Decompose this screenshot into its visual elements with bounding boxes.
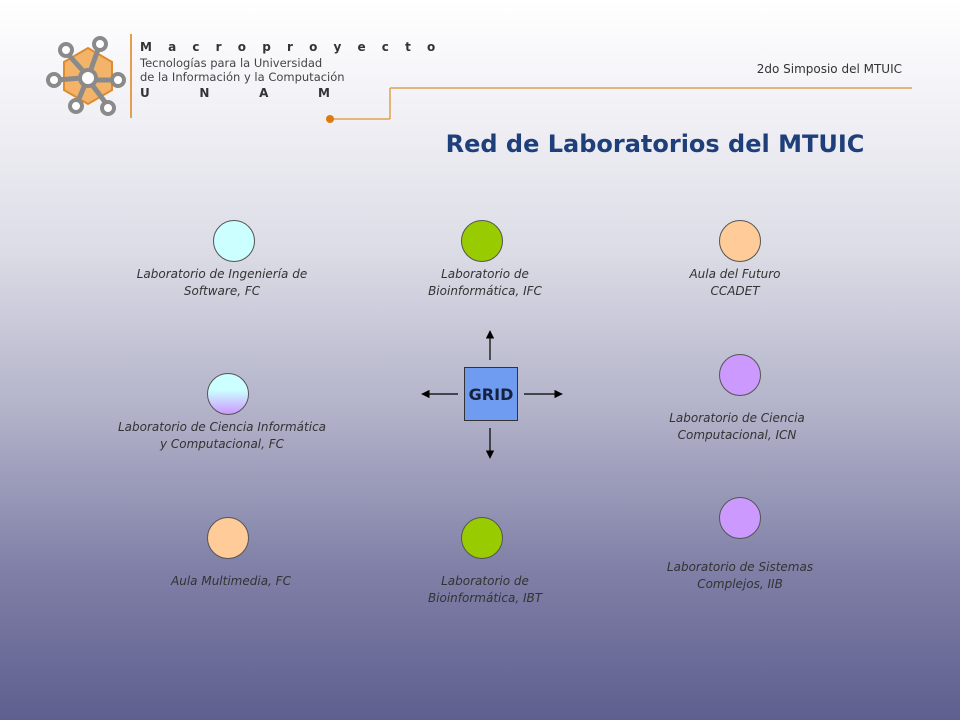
node-bioinformatica-ifc (461, 220, 503, 262)
label-line: y Computacional, FC (159, 437, 285, 451)
logo-unam-letter: A (259, 86, 269, 100)
label-line: Bioinformática, IFC (428, 284, 542, 298)
label-line: Laboratorio de (441, 267, 529, 281)
slide-title: Red de Laboratorios del MTUIC (445, 130, 865, 158)
label-ciencia-informatica: Laboratorio de Ciencia Informática y Com… (92, 419, 352, 453)
logo-unam-letter: N (199, 86, 210, 100)
label-ciencia-computacional: Laboratorio de Ciencia Computacional, IC… (617, 410, 857, 444)
node-ciencia-computacional (719, 354, 761, 396)
symposium-label: 2do Simposio del MTUIC (756, 62, 902, 76)
label-bioinformatica-ibt: Laboratorio de Bioinformática, IBT (365, 573, 605, 607)
label-line: Computacional, ICN (677, 428, 797, 442)
label-line: Aula del Futuro (689, 267, 781, 281)
label-line: Laboratorio de (441, 574, 529, 588)
label-line: Bioinformática, IBT (427, 591, 543, 605)
logo-title: M a c r o p r o y e c t o (140, 40, 442, 54)
label-aula-futuro: Aula del Futuro CCADET (615, 266, 855, 300)
label-line: Laboratorio de Ciencia Informática (117, 420, 327, 434)
logo-unam-letter: U (140, 86, 150, 100)
label-aula-multimedia: Aula Multimedia, FC (111, 573, 351, 590)
logo-graphic (46, 36, 130, 120)
molecule-logo-icon (46, 36, 126, 116)
label-line: Laboratorio de Sistemas (666, 560, 814, 574)
label-line: Complejos, IIB (697, 577, 783, 591)
node-ingenieria-software (213, 220, 255, 262)
grid-node: GRID (464, 367, 518, 421)
label-line: Software, FC (183, 284, 261, 298)
label-sistemas-complejos: Laboratorio de Sistemas Complejos, IIB (620, 559, 860, 593)
logo-unam-letter: M (318, 86, 330, 100)
node-bioinformatica-ibt (461, 517, 503, 559)
header-dot-icon (326, 115, 334, 123)
header-rule (326, 87, 912, 123)
node-ciencia-informatica (207, 373, 249, 415)
logo-subtitle-line2: de la Información y la Computación (140, 70, 345, 84)
label-line: Laboratorio de Ciencia (669, 411, 805, 425)
label-line: Aula Multimedia, FC (171, 574, 291, 588)
label-bioinformatica-ifc: Laboratorio de Bioinformática, IFC (365, 266, 605, 300)
node-aula-futuro (719, 220, 761, 262)
node-aula-multimedia (207, 517, 249, 559)
logo-unam: U N A M (140, 86, 330, 100)
label-ingenieria-software: Laboratorio de Ingeniería de Software, F… (102, 266, 342, 300)
node-sistemas-complejos (719, 497, 761, 539)
label-line: Laboratorio de Ingeniería de (136, 267, 308, 281)
logo-subtitle-line1: Tecnologías para la Universidad (140, 56, 323, 70)
label-line: CCADET (710, 284, 760, 298)
logo-divider (130, 34, 132, 118)
